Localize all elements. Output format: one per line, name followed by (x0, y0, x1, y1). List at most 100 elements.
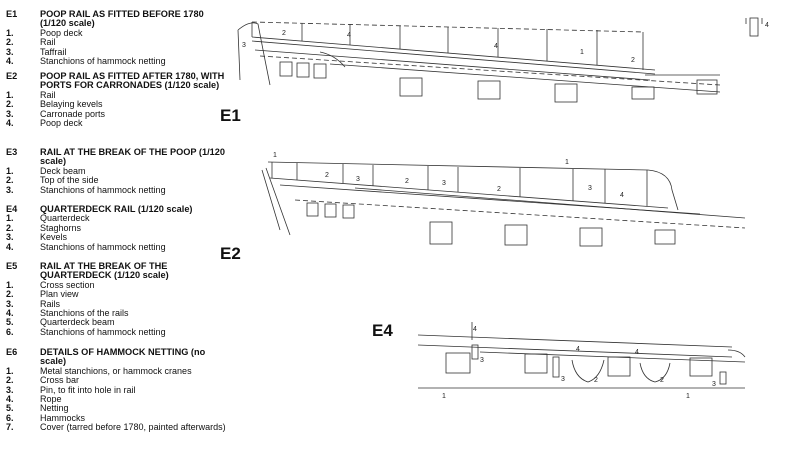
item-text: Pin, to fit into hole in rail (40, 384, 136, 395)
callout: 1 (273, 152, 277, 159)
legend-item: 5. Quarterdeck beam (6, 317, 231, 328)
legend-item: 3.Carronade ports (6, 108, 231, 119)
item-number: 3. (6, 108, 14, 119)
legend-item: 2. Plan view (6, 289, 231, 300)
item-text: Rail (40, 89, 56, 100)
item-number: 5. (6, 317, 14, 328)
item-text: Belaying kevels (40, 99, 103, 110)
item-text: Hammocks (40, 412, 86, 423)
section-heading: E3 RAIL AT THE BREAK OF THE POOP (1/120 s… (6, 147, 231, 167)
item-number: 1. (6, 165, 14, 176)
section-code: E5 (6, 261, 18, 271)
legend-item: 1.Metal stanchions, or hammock cranes (6, 365, 231, 376)
legend-item: 3.Pin, to fit into hole in rail (6, 384, 231, 395)
item-number: 1. (6, 27, 14, 38)
section-title: RAIL AT THE BREAK OF THE POOP (1/120 sca… (40, 147, 225, 167)
item-number: 4. (6, 308, 14, 319)
item-number: 2. (6, 37, 14, 48)
item-number: 7. (6, 422, 14, 433)
legend-section-e3: E3 RAIL AT THE BREAK OF THE POOP (1/120 s… (6, 147, 231, 195)
diagram-e1: 3 2 4 4 1 2 4 (237, 17, 769, 103)
callout: 1 (442, 393, 446, 400)
e1-stanchions (251, 22, 644, 70)
legend-item: 4. Rope (6, 394, 231, 405)
item-text: Plan view (40, 289, 79, 300)
item-text: Kevels (40, 232, 68, 243)
callout: 2 (594, 377, 598, 384)
item-number: 2. (6, 175, 14, 186)
item-number: 2. (6, 222, 14, 233)
figure-label-e4: E4 (372, 321, 393, 340)
item-number: 3. (6, 232, 14, 243)
legend-item: 3. Kevels (6, 232, 231, 243)
callout: 3 (442, 180, 446, 187)
figure-label-e1: E1 (220, 106, 241, 125)
callout: 2 (282, 30, 286, 37)
item-text: Stanchions of hammock netting (40, 56, 166, 67)
callout: 3 (356, 176, 360, 183)
section-title: DETAILS OF HAMMOCK NETTING (no scale) (40, 347, 206, 367)
legend-item: 1.Quarterdeck (6, 213, 231, 223)
item-text: Rail (40, 37, 56, 48)
callout: 2 (660, 377, 664, 384)
e2-stanchions (271, 162, 648, 206)
legend-item: 4. Stanchions of hammock netting (6, 56, 231, 67)
legend-item: 2. Rail (6, 37, 231, 48)
section-code: E3 (6, 147, 18, 157)
legend-item: 4.Poop deck (6, 118, 231, 129)
callout: 2 (497, 186, 501, 193)
item-number: 3. (6, 298, 14, 309)
section-title: POOP RAIL AS FITTED AFTER 1780, WITH POR… (40, 71, 225, 91)
legend-item: 4.Stanchions of hammock netting (6, 241, 231, 252)
item-text: Quarterdeck beam (40, 317, 115, 328)
section-code: E6 (6, 347, 18, 357)
legend-item: 2.Top of the side (6, 175, 231, 186)
callout: 4 (765, 22, 769, 29)
callout: 3 (561, 376, 565, 383)
callout: 1 (580, 49, 584, 56)
callout: 3 (588, 185, 592, 192)
item-number: 2. (6, 289, 14, 300)
item-number: 4. (6, 241, 14, 252)
item-text: Cross section (40, 279, 95, 290)
item-text: Deck beam (40, 165, 86, 176)
legend-section-e6: E6 DETAILS OF HAMMOCK NETTING (no scale)1… (6, 347, 231, 433)
legend-item: 5.Netting (6, 403, 231, 414)
legend-item: 2.Cross bar (6, 375, 231, 385)
section-code: E4 (6, 204, 18, 214)
item-text: Rope (40, 394, 62, 405)
callout: 4 (347, 32, 351, 39)
item-number: 2. (6, 99, 14, 110)
item-number: 4. (6, 118, 14, 129)
section-code: E1 (6, 9, 18, 19)
item-text: Taffrail (40, 46, 67, 57)
callout: 1 (686, 393, 690, 400)
legend-item: 2. Belaying kevels (6, 99, 231, 110)
legend-item: 6.Stanchions of hammock netting (6, 327, 231, 337)
callout: 3 (480, 357, 484, 364)
callout: 4 (620, 192, 624, 199)
callout: 4 (494, 43, 498, 50)
item-number: 4. (6, 394, 14, 405)
legend-item: 1.Cross section (6, 279, 231, 290)
item-number: 4. (6, 56, 14, 67)
item-text: Poop deck (40, 27, 83, 38)
legend-item: 2.Staghorns (6, 222, 231, 233)
figure-label-e2: E2 (220, 244, 241, 263)
legend-item: 3.Stanchions of hammock netting (6, 185, 231, 195)
callout: 4 (576, 346, 580, 353)
diagram-e2: 1 1 2 2 2 3 3 3 4 (261, 152, 746, 247)
item-number: 5. (6, 403, 14, 414)
item-text: Metal stanchions, or hammock cranes (40, 365, 192, 376)
callout: 1 (565, 159, 569, 166)
item-text: Cover (tarred before 1780, painted after… (40, 422, 226, 433)
callout: 4 (635, 349, 639, 356)
legend-item: 1.Rail (6, 89, 231, 100)
callout: 2 (405, 178, 409, 185)
